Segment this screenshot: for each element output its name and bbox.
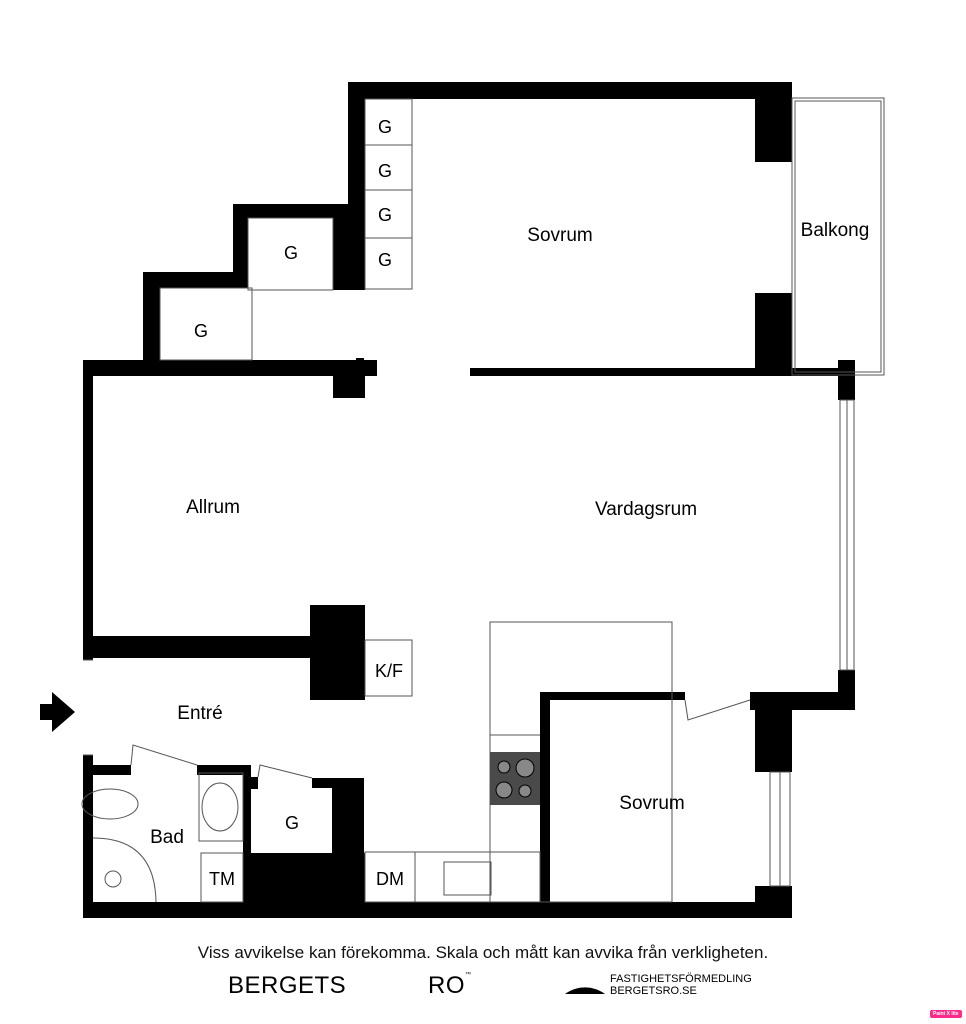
fixtures-lines — [81, 97, 885, 903]
trademark: ™ — [465, 972, 472, 978]
closet-label: G — [285, 813, 299, 833]
closet-label: G — [378, 117, 392, 137]
stove — [490, 752, 540, 805]
closet-label: G — [378, 161, 392, 181]
firm-info: FASTIGHETSFÖRMEDLING BERGETSRO.SE — [610, 973, 752, 997]
room-label-sovrum-small: Sovrum — [619, 793, 684, 814]
closet-label: G — [284, 243, 298, 263]
closet-label: G — [378, 250, 392, 270]
logo-ro: RO™ — [428, 972, 472, 1000]
labels: Sovrum Balkong Allrum Vardagsrum Entré B… — [150, 117, 869, 889]
closet-label: G — [194, 321, 208, 341]
dishwasher-label: DM — [376, 869, 404, 889]
room-label-vardagsrum: Vardagsrum — [595, 499, 697, 520]
room-label-allrum: Allrum — [186, 497, 240, 518]
room-label-balkong: Balkong — [801, 220, 870, 241]
logo-bergets: BERGETS — [228, 972, 347, 999]
washer-label: TM — [209, 869, 235, 889]
disclaimer: Viss avvikelse kan förekomma. Skala och … — [197, 943, 769, 962]
fridge-freezer-label: K/F — [375, 661, 403, 681]
room-label-sovrum: Sovrum — [527, 225, 592, 246]
room-label-entre: Entré — [177, 703, 222, 724]
walls — [83, 82, 855, 918]
logo-dome-icon — [565, 987, 605, 994]
firm-website: BERGETSRO.SE — [610, 985, 697, 997]
logo-ro-text: RO — [428, 972, 465, 999]
firm-name: FASTIGHETSFÖRMEDLING — [610, 973, 752, 985]
watermark-badge: Paint X lite — [930, 1010, 962, 1018]
room-label-bad: Bad — [150, 827, 184, 848]
entrance-arrow-icon — [40, 692, 75, 732]
closet-label: G — [378, 205, 392, 225]
